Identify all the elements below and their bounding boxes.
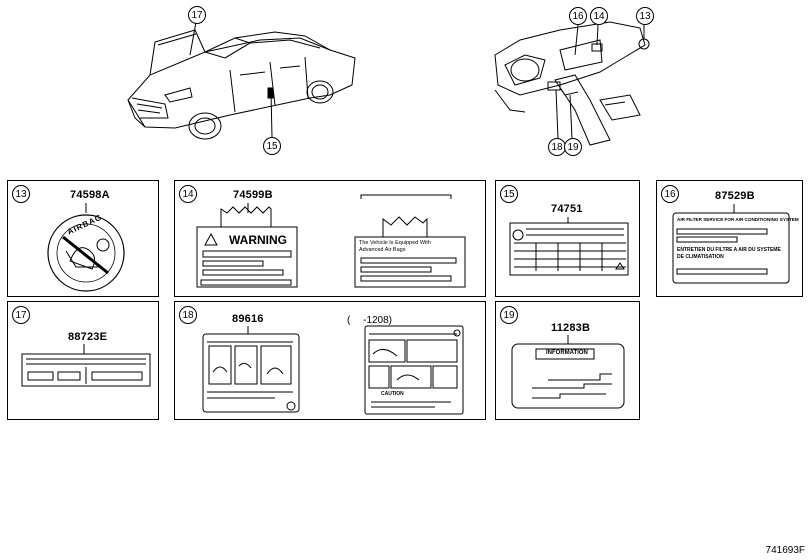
airbag-label-drawing: [47, 203, 125, 292]
callout-19-top: 19: [564, 138, 582, 156]
part-number: 88723E: [68, 331, 108, 343]
panel-17: 17 88723E: [7, 301, 159, 420]
variant-note: ( -1208): [347, 315, 393, 326]
caution-label-drawing: [202, 325, 464, 415]
part-number: 87529B: [715, 190, 755, 202]
alt-label-line1: The Vehicle Is Equipped With: [359, 240, 431, 246]
panel-ref-badge: 17: [12, 306, 30, 324]
panel-16: 16 87529B AIR FILTER SERVICE FOR AIR CON…: [656, 180, 803, 297]
panel-18: 18 89616 ( -1208): [174, 301, 486, 420]
ac-label-line1: AIR FILTER SERVICE FOR AIR CONDITIONING …: [677, 217, 799, 222]
callout-13-top: 13: [636, 7, 654, 25]
part-number: 89616: [232, 313, 264, 325]
panel-14: 14 74599B WARNING The Vehicle Is Equippe…: [174, 180, 486, 297]
part-number: 11283B: [551, 322, 591, 334]
caution-text: CAUTION: [381, 391, 404, 397]
panel-13: 13 74598A AIRBAG: [7, 180, 159, 297]
info-text: INFORMATION: [546, 350, 588, 356]
callout-16-top: 16: [569, 7, 587, 25]
hood-label-drawing: [21, 344, 151, 387]
warning-label-drawing: [196, 194, 466, 288]
vehicle-illustration: [127, 21, 650, 146]
part-number: 74599B: [233, 189, 273, 201]
panel-ref-badge: 18: [179, 306, 197, 324]
callout-15-top: 15: [263, 137, 281, 155]
panel-19: 19 11283B INFORMATION: [495, 301, 640, 420]
panel-ref-badge: 15: [500, 185, 518, 203]
panel-ref-badge: 19: [500, 306, 518, 324]
callout-14-top: 14: [590, 7, 608, 25]
warning-text: WARNING: [229, 233, 287, 247]
panel-15: 15 74751: [495, 180, 640, 297]
panel-ref-badge: 16: [661, 185, 679, 203]
part-number: 74751: [551, 203, 583, 215]
info-label-drawing: [511, 335, 625, 409]
callout-17-top: 17: [188, 6, 206, 24]
panel-ref-badge: 14: [179, 185, 197, 203]
ac-label-line2: ENTRETIEN DU FILTRE A AIR DU SYSTEME: [677, 247, 781, 253]
panel-ref-badge: 13: [12, 185, 30, 203]
figure-id: 741693F: [765, 545, 805, 556]
alt-label-line2: Advanced Air Bags: [359, 247, 406, 253]
ac-filter-label-drawing: [672, 204, 790, 284]
tire-label-drawing: [509, 217, 629, 276]
ac-label-line3: DE CLIMATISATION: [677, 254, 724, 260]
part-number: 74598A: [70, 189, 110, 201]
